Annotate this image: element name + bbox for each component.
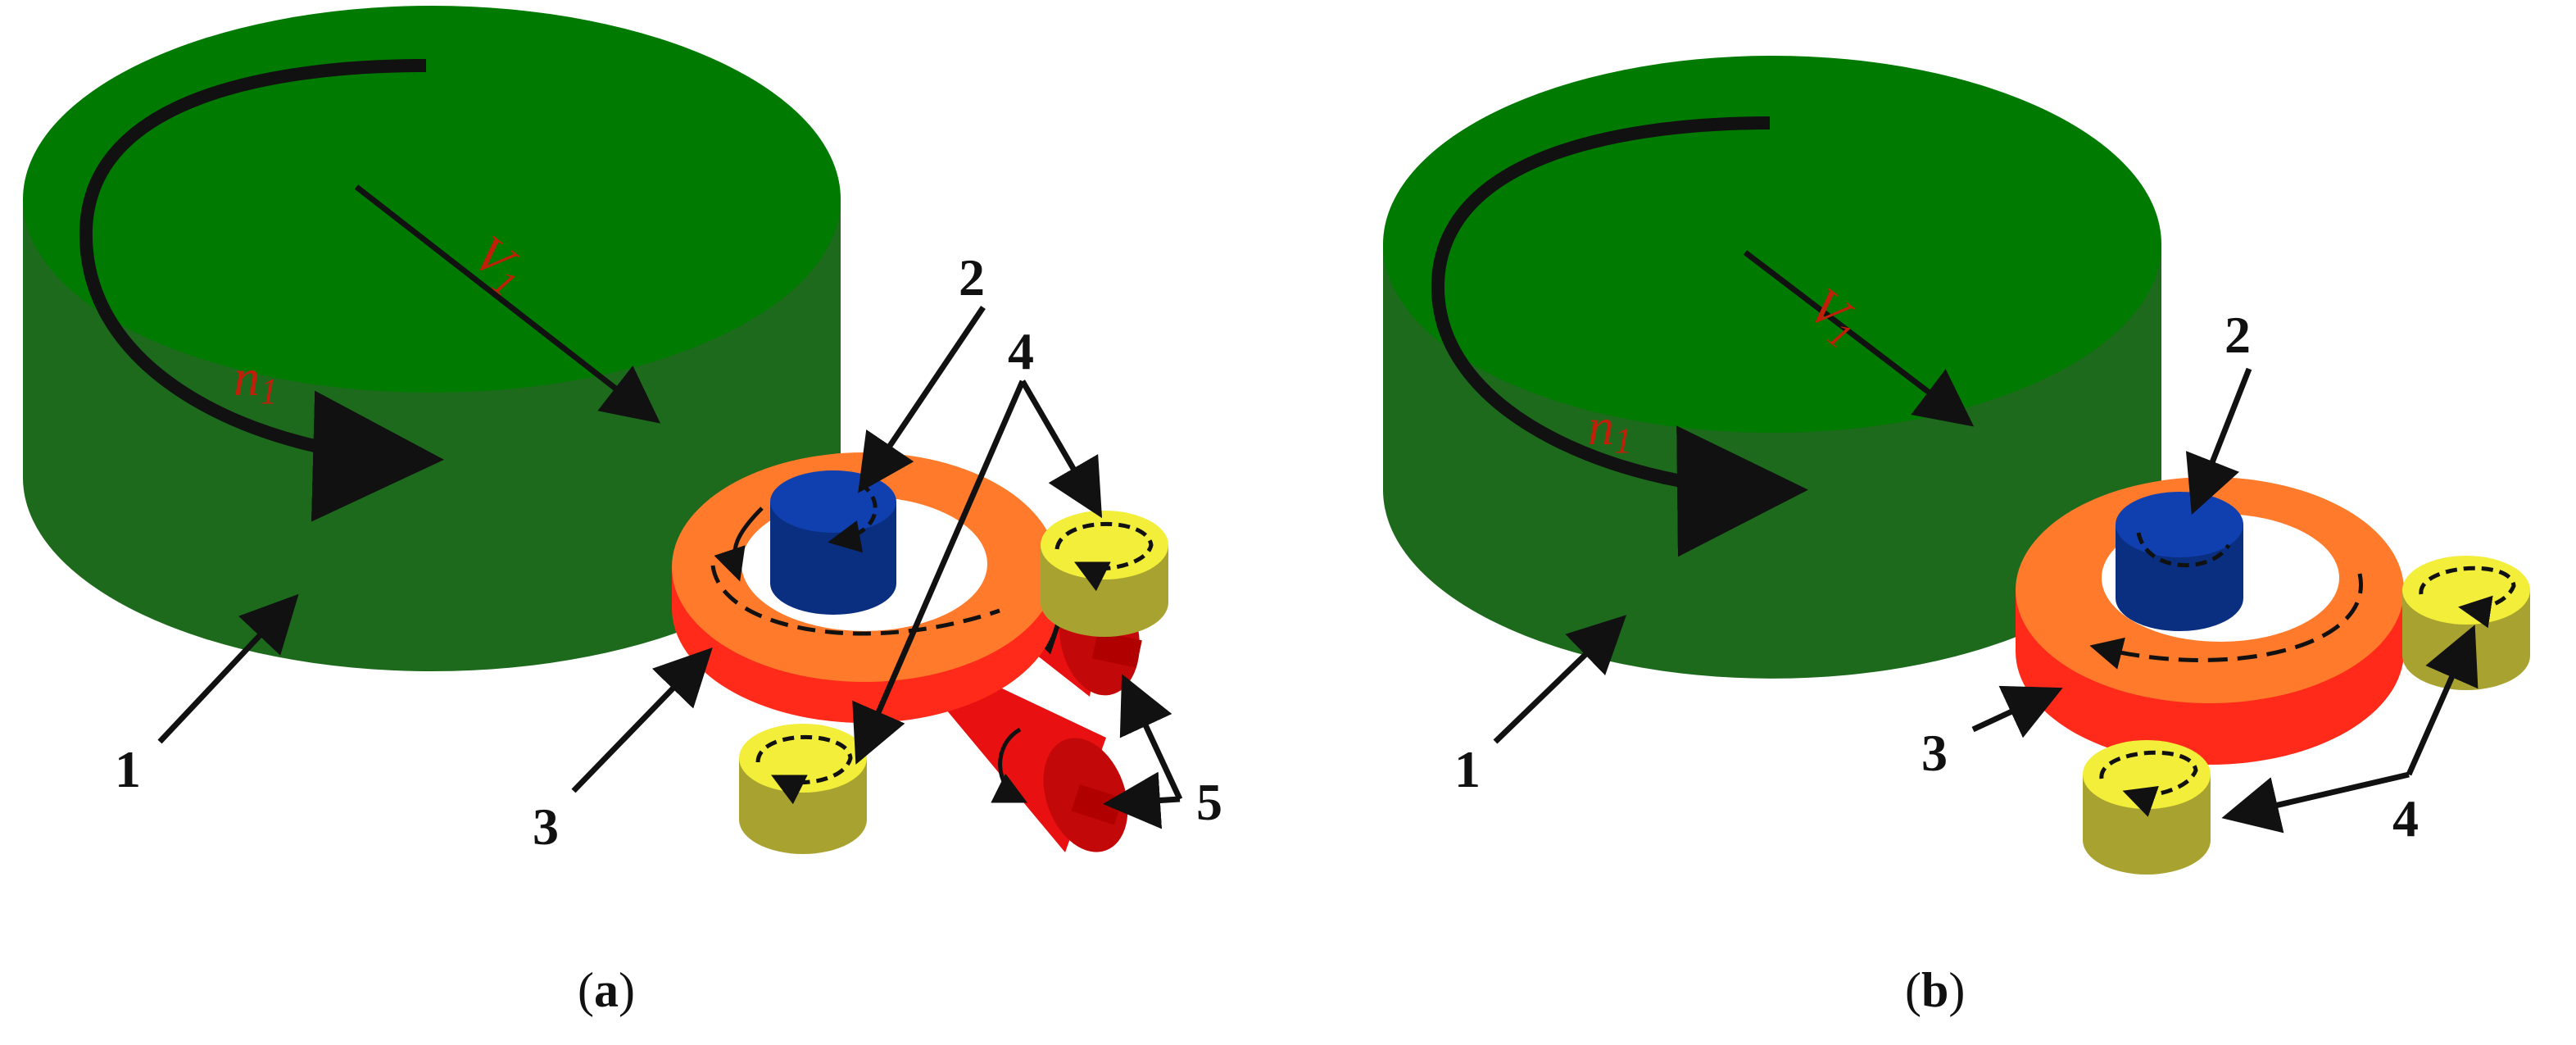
label-guide-rolls: 4 [2392,789,2419,847]
guide-roll-right [2402,556,2530,690]
leader-arrow-2 [858,306,986,493]
guide-roll-left [2083,740,2211,875]
rotation-symbol: n1 [1588,398,1632,461]
label-ring: 3 [1921,724,1948,782]
panel-b: n1 V1 [1383,56,2530,1017]
label-ring: 3 [533,797,559,856]
leader-arrow-5b [1103,771,1181,829]
panel-a: n1 V1 [23,6,1222,1017]
feed-arrow [1743,250,1975,427]
leader-arrow-2 [2185,367,2252,516]
label-main-roll: 2 [959,248,985,307]
leader-arrow-4b [2406,625,2478,776]
label-table: 1 [115,740,141,798]
label-conical-rolls: 5 [1196,773,1222,831]
leader-arrow-3 [1971,685,2063,738]
caption-a: (a) [578,963,635,1017]
leader-arrow-3 [571,647,713,793]
leader-arrow-1 [1493,615,1627,744]
leader-arrow-4a [852,379,1026,765]
rotation-arrow [1431,116,1808,557]
label-main-roll: 2 [2225,306,2251,364]
caption-b: (b) [1905,963,1965,1017]
label-guide-rolls: 4 [1008,322,1034,380]
leader-arrow-5a [1119,674,1183,801]
guide-roll-upper [1041,511,1168,637]
rotation-symbol: n1 [234,348,278,411]
label-table: 1 [1454,740,1481,798]
main-roll [2116,492,2243,631]
leader-arrow-4a [2221,771,2410,834]
leader-arrow-1 [157,593,299,744]
feed-arrow [354,184,661,424]
guide-roll-lower [739,724,867,854]
rotation-arrow [79,59,444,522]
main-roll [770,470,896,615]
leader-arrow-4b [1019,379,1103,519]
